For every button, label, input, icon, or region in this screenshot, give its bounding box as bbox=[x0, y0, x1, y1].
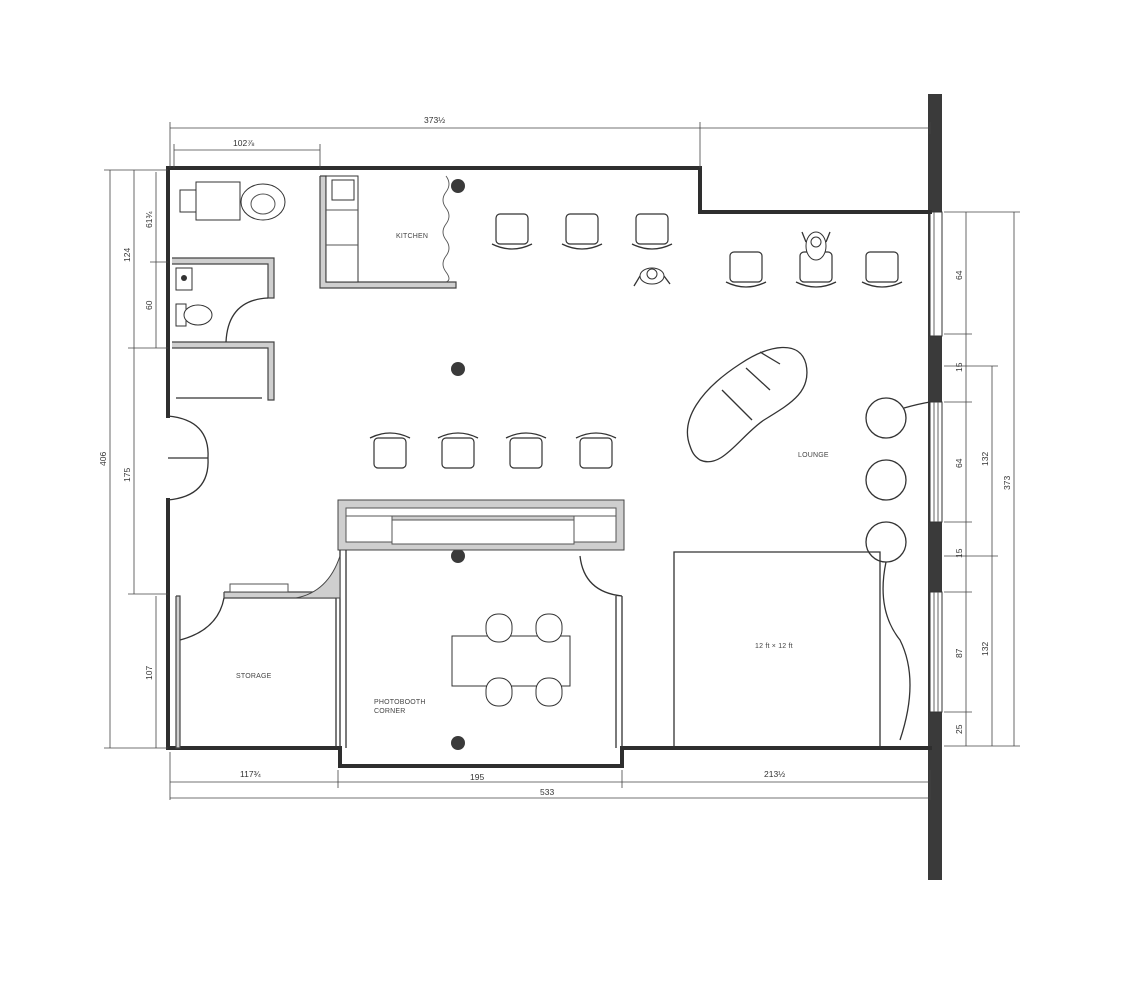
kitchen: KITCHEN bbox=[319, 175, 457, 289]
window-frame-top bbox=[929, 211, 943, 337]
window-frame-lower bbox=[929, 591, 943, 713]
dim-right-64b: 64 bbox=[954, 458, 964, 468]
backdrop-area: 12 ft × 12 ft bbox=[673, 551, 881, 748]
styling-chairs-top bbox=[491, 213, 903, 288]
dim-right-upper-window: 132 bbox=[980, 452, 990, 466]
dim-bottom-left: 117¾ bbox=[240, 769, 262, 779]
dim-right-64a: 64 bbox=[954, 270, 964, 280]
dim-right-25: 25 bbox=[954, 724, 964, 734]
lounge-sofa bbox=[686, 346, 808, 463]
backdrop-label: 12 ft × 12 ft bbox=[755, 643, 793, 650]
dim-left-shampoo: 61¾ bbox=[144, 211, 154, 228]
wc-partition bbox=[172, 257, 275, 401]
entrance-door bbox=[167, 415, 209, 501]
styling-chairs-middle bbox=[369, 432, 617, 469]
round-stools bbox=[865, 397, 931, 741]
photobooth-label-line1: PHOTOBOOTH bbox=[374, 699, 426, 706]
dim-left-mid: 175 bbox=[122, 468, 132, 482]
person-figures bbox=[633, 231, 831, 287]
dim-bottom-mid: 195 bbox=[470, 772, 484, 782]
dimension-bottom: 117¾ 195 213½ 533 bbox=[169, 752, 931, 800]
storage-label: STORAGE bbox=[236, 673, 272, 680]
dim-left-lower: 107 bbox=[144, 666, 154, 680]
wc-fixtures bbox=[175, 267, 213, 327]
dim-right-lower-window: 132 bbox=[980, 642, 990, 656]
dim-right-15a: 15 bbox=[954, 362, 964, 372]
dim-bottom-total: 533 bbox=[540, 787, 554, 797]
dim-bottom-right: 213½ bbox=[764, 769, 785, 779]
dim-left-wc: 60 bbox=[144, 300, 154, 310]
dimension-top: 373½ 102⅞ bbox=[169, 115, 931, 168]
dim-left-upper: 124 bbox=[122, 248, 132, 262]
dimension-right: 373 132 132 64 15 64 15 87 25 bbox=[944, 211, 1020, 747]
dim-left-total: 406 bbox=[98, 452, 108, 466]
shampoo-sink bbox=[179, 181, 286, 221]
kitchen-label: KITCHEN bbox=[396, 233, 428, 240]
lounge-label: LOUNGE bbox=[798, 452, 829, 459]
dimension-left: 406 124 175 61¾ 60 107 bbox=[98, 169, 168, 749]
dim-overall-top: 373½ bbox=[424, 115, 445, 125]
dim-top-left: 102⅞ bbox=[233, 138, 255, 148]
storage-room: STORAGE bbox=[175, 555, 341, 749]
dim-right-total: 373 bbox=[1002, 476, 1012, 490]
photobooth-corner: PHOTOBOOTH CORNER bbox=[339, 550, 623, 748]
dim-right-15b: 15 bbox=[954, 548, 964, 558]
reception-counter bbox=[337, 499, 625, 551]
columns bbox=[451, 179, 465, 750]
dim-right-87: 87 bbox=[954, 648, 964, 658]
photobooth-label-line2: CORNER bbox=[374, 708, 406, 715]
window-frame-upper bbox=[929, 401, 943, 523]
